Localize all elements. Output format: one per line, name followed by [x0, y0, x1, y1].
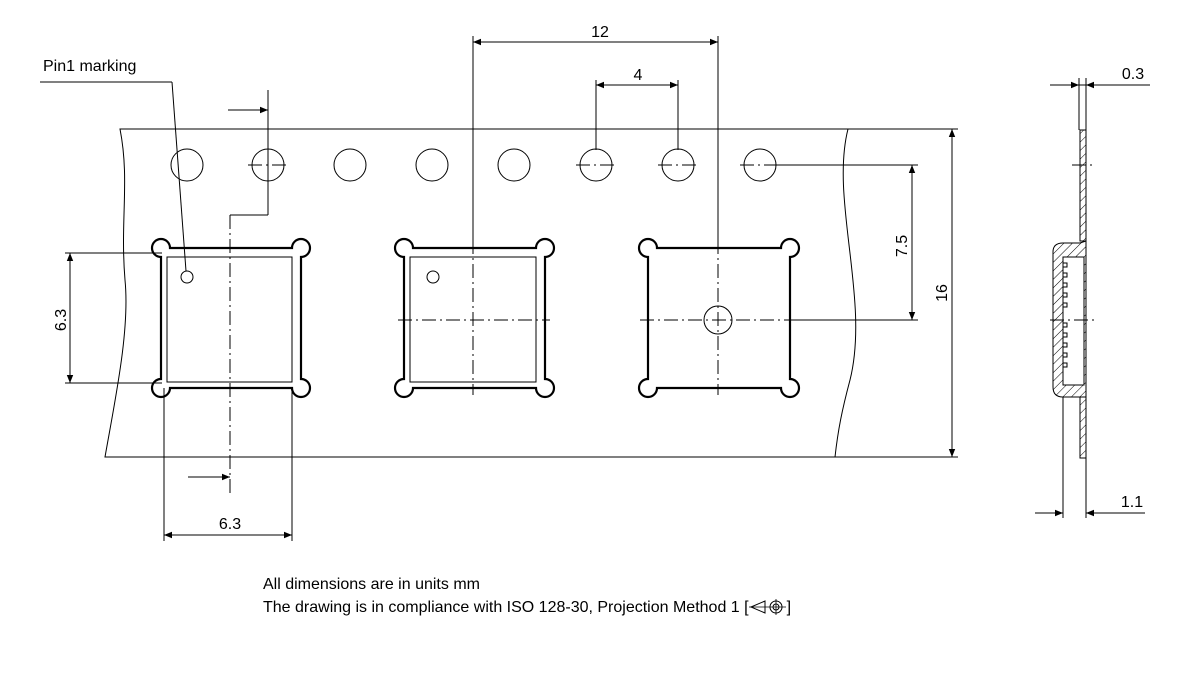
dim-6-3-vertical: 6.3 [53, 252, 162, 384]
side-profile [1050, 129, 1095, 459]
units-note: All dimensions are in units mm [263, 576, 480, 593]
dim-pocket-height-label: 6.3 [53, 309, 70, 331]
dim-depth-label: 1.1 [1121, 494, 1143, 511]
pocket-3 [637, 237, 801, 399]
carrier-tape [104, 128, 857, 458]
offset-indicator [188, 90, 269, 481]
compliance-text: The drawing is in compliance with ISO 12… [263, 599, 749, 616]
compliance-note: The drawing is in compliance with ISO 12… [263, 599, 791, 617]
dim-tape-width-label: 16 [934, 284, 951, 302]
pin1-label: Pin1 marking [43, 58, 136, 75]
pin1-dot [180, 270, 194, 284]
dim-16: 16 [835, 128, 958, 458]
dim-pocket-width-label: 6.3 [219, 516, 241, 533]
pin1-dot [426, 270, 440, 284]
projection-method-symbol-icon [748, 599, 786, 615]
dim-12: 12 [472, 24, 719, 240]
dim-hole-center-label: 7.5 [894, 235, 911, 257]
pocket-1 [150, 237, 312, 399]
compliance-end: ] [786, 599, 792, 616]
dim-7-5: 7.5 [776, 164, 918, 321]
pocket-centerlines [229, 215, 795, 495]
pocket-2 [393, 237, 556, 399]
dim-4: 4 [595, 67, 679, 150]
dim-0-3: 0.3 [1050, 66, 1150, 130]
dim-thickness-label: 0.3 [1122, 66, 1144, 83]
dim-6-3-horizontal: 6.3 [163, 388, 293, 541]
dim-hole-pitch-label: 4 [634, 67, 643, 84]
dim-1-1: 1.1 [1035, 397, 1145, 518]
pin1-callout: Pin1 marking [40, 58, 187, 272]
dim-pitch-label: 12 [591, 24, 609, 41]
